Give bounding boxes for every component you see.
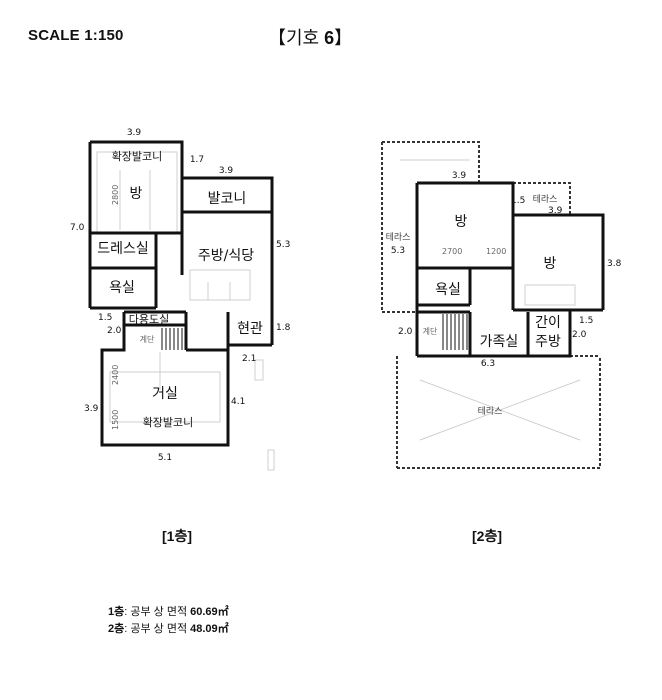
f2-faint-dim-b: 1200 [486,247,506,256]
f1-dressroom-label: 드레스실 [97,241,149,257]
area-floor2: 2층: 공부 상 면적 48.09㎡ [108,620,229,636]
f1-dim-stairs-width: 2.0 [107,326,122,336]
f1-bed-dim: 2800 [111,185,120,205]
f2-bedroom-right-label: 방 [544,256,557,272]
f2-stairs-label: 계단 [423,326,438,336]
f1-entrance-label: 현관 [237,321,263,337]
f1-living-label: 거실 [152,386,178,402]
f2-dim-top-left: 3.9 [452,171,467,181]
area-floor1-prefix: 1층 [108,606,125,618]
f1-dim-balcony-width: 3.9 [219,166,234,176]
f2-dim-bottom-width: 6.3 [481,359,495,369]
f2-terrace-left-label: 테라스 [386,232,411,243]
f1-dim-living-left: 3.9 [84,404,99,414]
symbol-number: 6 [324,28,335,48]
f2-kitchenette-b-label: 주방 [535,334,561,350]
f1-dim-living-right: 4.1 [231,397,245,407]
f1-kitchen-label: 주방/식당 [198,248,254,264]
f1-dim-left: 7.0 [70,223,85,233]
floor1-plan: 확장발코니 방 발코니 드레스실 주방/식당 욕실 다용도실 계단 현관 거실 … [70,128,291,471]
f1-living-dim-a: 2400 [111,365,120,385]
floor2-label: [2층] [472,528,502,544]
f1-utility-label: 다용도실 [129,313,169,326]
f1-dim-entrance-side: 1.8 [276,323,291,333]
f1-bathroom-label: 욕실 [109,280,135,296]
f1-dim-utility-small: 1.5 [98,313,112,323]
f1-balcony-ext-top-label: 확장발코니 [112,150,163,163]
symbol-prefix: 【기호 [268,28,325,48]
symbol-suffix: 】 [334,28,353,48]
f2-family-label: 가족실 [480,334,519,350]
area-floor2-value: 48.09㎡ [190,623,229,635]
f1-dim-top: 3.9 [127,128,142,138]
f2-bedroom-left-label: 방 [455,214,468,230]
area-floor1: 1층: 공부 상 면적 60.69㎡ [108,603,229,619]
f2-dim-kitchenette-side: 2.0 [572,330,587,340]
f1-bedroom-label: 방 [130,186,143,202]
area-floor1-text: : 공부 상 면적 [124,606,191,618]
f2-dim-terrace-top-gap: 1.5 [511,196,525,206]
f2-dim-kitchenette-small: 1.5 [579,316,593,326]
f1-dim-entrance-width: 2.1 [242,354,256,364]
floor2-plan: 테라스 테라스 방 방 욕실 계단 가족실 간이 주방 테라스 2700 120… [381,141,622,469]
area-floor2-text: : 공부 상 면적 [124,623,191,635]
f2-bathroom-label: 욕실 [435,282,461,298]
f1-dim-bottom: 5.1 [158,453,172,463]
f1-balcony-label: 발코니 [208,191,247,207]
scale-label: SCALE 1:150 [28,27,124,44]
f2-dim-right-side: 3.8 [607,259,622,269]
area-floor2-prefix: 2층 [108,623,125,635]
f1-living-dim-b: 1500 [111,410,120,430]
f1-dim-right-kitchen: 5.3 [276,240,290,250]
f2-kitchenette-a-label: 간이 [535,315,561,331]
f2-faint-dim-a: 2700 [442,247,462,256]
f1-balcony-ext-bottom-label: 확장발코니 [143,416,194,429]
f1-stairs-label: 계단 [140,334,155,344]
f2-dim-stairs-width: 2.0 [398,327,413,337]
f2-terrace-top-label: 테라스 [533,194,558,205]
f1-dim-balcony-gap: 1.7 [190,155,204,165]
floor1-label: [1층] [162,528,192,544]
f2-dim-terrace-left-h: 5.3 [391,246,405,256]
f2-dim-right-top: 3.9 [548,206,563,216]
f2-terrace-bottom-label: 테라스 [478,406,503,417]
symbol-title: 【기호 6】 [268,24,352,50]
area-floor1-value: 60.69㎡ [190,606,229,618]
